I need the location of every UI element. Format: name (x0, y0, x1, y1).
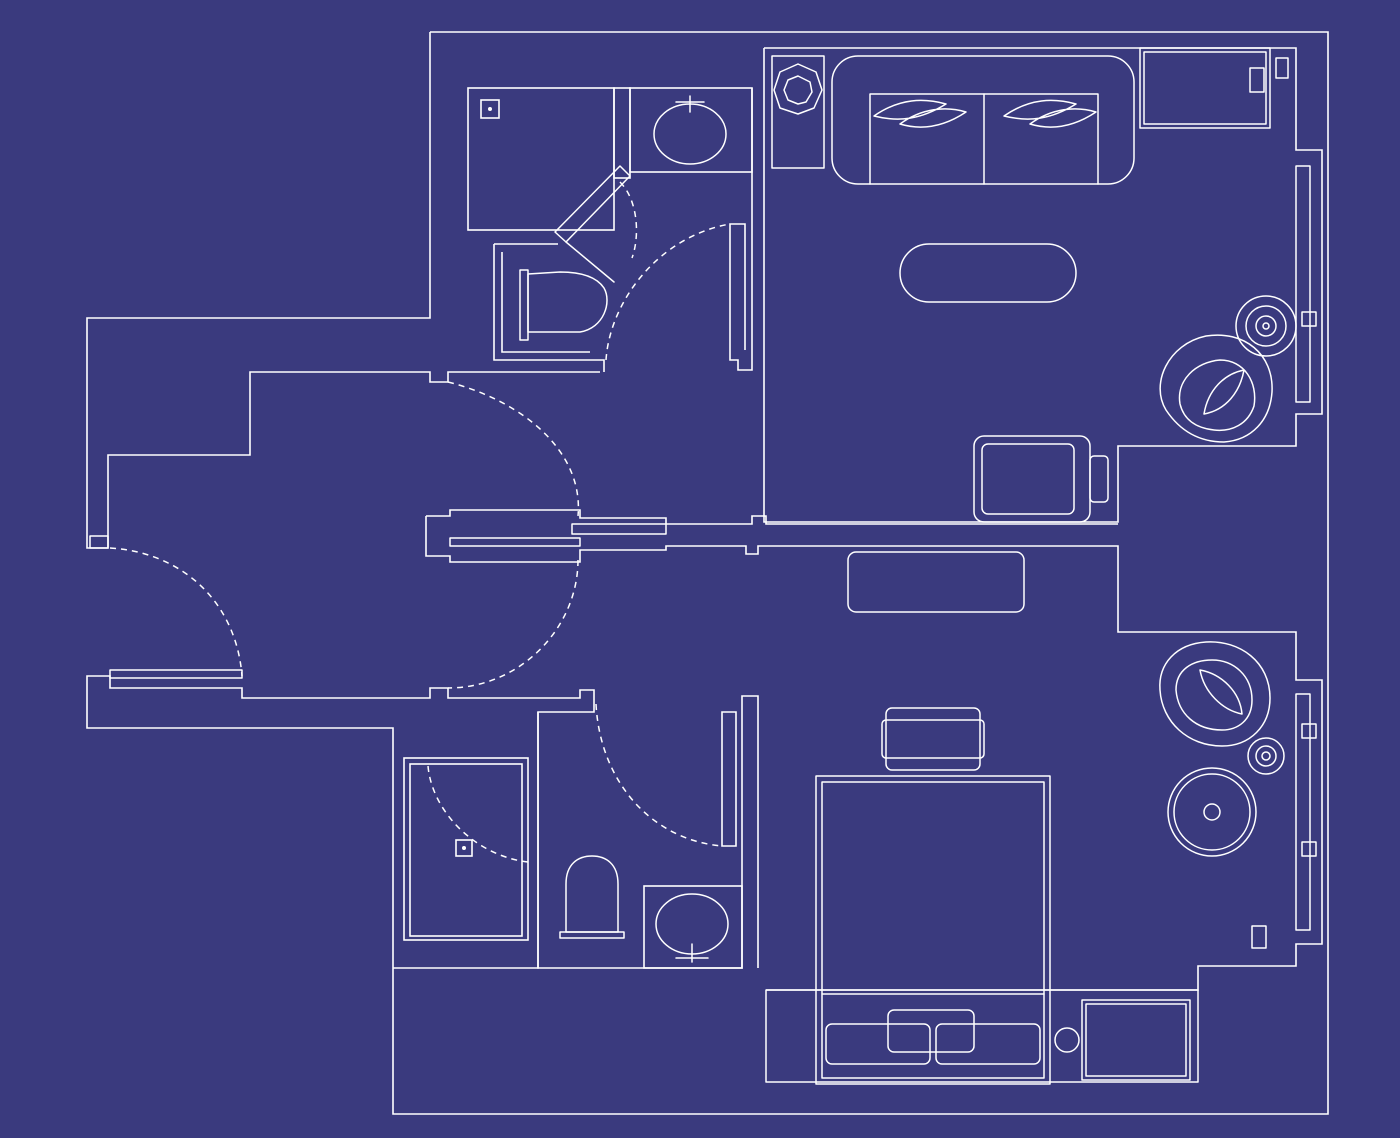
upper-bath-inner-wall (729, 88, 753, 371)
sofa-cushion-right-icon (1003, 99, 1097, 128)
sofa-inner (869, 93, 1099, 185)
upper-wc-enclosure (493, 244, 605, 372)
lower-bathroom (403, 695, 759, 969)
armchair-seat (1178, 359, 1256, 432)
living-area (763, 47, 1323, 523)
lower-armchair-cushion-icon (1199, 669, 1243, 715)
lower-drain-dot (462, 846, 466, 850)
living-window (1295, 165, 1311, 403)
coffee-table-icon (899, 243, 1077, 303)
armchair-icon (1159, 334, 1273, 443)
lamp-inner-icon (783, 75, 813, 105)
bed-icon (815, 775, 1051, 1085)
lower-bath-inner-wall (721, 711, 737, 847)
bedside-table-inner (1085, 1003, 1187, 1077)
bedside-lamp-icon (1054, 1027, 1080, 1053)
side-table-icon (771, 55, 825, 169)
lower-shower-door-swing (427, 765, 529, 863)
round-table-center (1203, 803, 1221, 821)
round-table-icon (1167, 767, 1257, 857)
entry-jamb-left (89, 535, 109, 549)
lower-bath-door-swing (595, 703, 723, 847)
dining-chair-back (1089, 455, 1109, 503)
sliding-door-panel-2 (571, 523, 667, 535)
main-entry-door-leaf (109, 669, 243, 679)
switch-icon (1249, 67, 1265, 93)
bedroom (765, 641, 1317, 1085)
outlet-icon (1275, 57, 1289, 79)
entry-door-swing-lower (447, 559, 579, 689)
upper-toilet-tank (519, 269, 529, 341)
round-table-inner (1173, 773, 1251, 851)
ottoman-inner (881, 719, 985, 759)
entry-door-swing-upper (447, 381, 580, 517)
pillow-right-icon (935, 1023, 1041, 1065)
lower-toilet-icon (565, 855, 619, 933)
bench-icon (847, 551, 1025, 613)
bedside-table-icon (1081, 999, 1191, 1081)
pillow-left-icon (825, 1023, 931, 1065)
lower-shower-inner (409, 763, 523, 937)
sliding-partition (89, 381, 1323, 991)
bed-inner (821, 781, 1045, 1079)
floor-lamp-inner (1255, 745, 1277, 767)
sofa-icon (831, 55, 1135, 185)
bedroom-window (1295, 693, 1311, 931)
bedroom-switch-icon (1251, 925, 1267, 949)
floor-lamp-center (1261, 751, 1271, 761)
dining-chair-seat (981, 443, 1075, 515)
lower-drain-icon (455, 839, 473, 857)
upper-wc-enclosure-inner (494, 243, 590, 353)
partition-wall (426, 509, 1118, 525)
pillow-center-icon (887, 1009, 975, 1053)
outer-wall (86, 31, 1329, 1115)
lower-shower (403, 757, 529, 941)
ottoman-icon (885, 707, 981, 771)
shower-drain-dot (488, 107, 492, 111)
upper-shower-door-edge (565, 241, 615, 283)
partition-wall-lower (425, 516, 1323, 991)
sliding-door-panel (449, 537, 581, 547)
lower-armchair-icon (1159, 641, 1271, 747)
upper-bathroom (467, 87, 753, 372)
bedroom-window-knob-2 (1301, 723, 1317, 739)
lower-bath-wall (537, 695, 759, 969)
lower-armchair-seat (1175, 659, 1253, 731)
cabinet-inner (1143, 51, 1267, 125)
upper-bath-door-swing (605, 223, 731, 361)
bedroom-window-knob (1301, 841, 1317, 857)
lower-vanity (643, 885, 743, 969)
living-window-knob (1301, 311, 1317, 327)
headboard (765, 989, 1199, 1083)
floor-lamp-icon (1247, 737, 1285, 775)
main-entry-door-swing (109, 547, 243, 677)
upper-toilet-icon (527, 271, 608, 333)
cabinet-icon (1139, 47, 1271, 129)
lower-toilet-tank (559, 931, 625, 939)
armchair-cushion-icon (1203, 369, 1245, 415)
sofa-cushion-left-icon (873, 99, 967, 128)
lamp-icon (773, 63, 823, 115)
shower-drain-icon (480, 99, 500, 119)
